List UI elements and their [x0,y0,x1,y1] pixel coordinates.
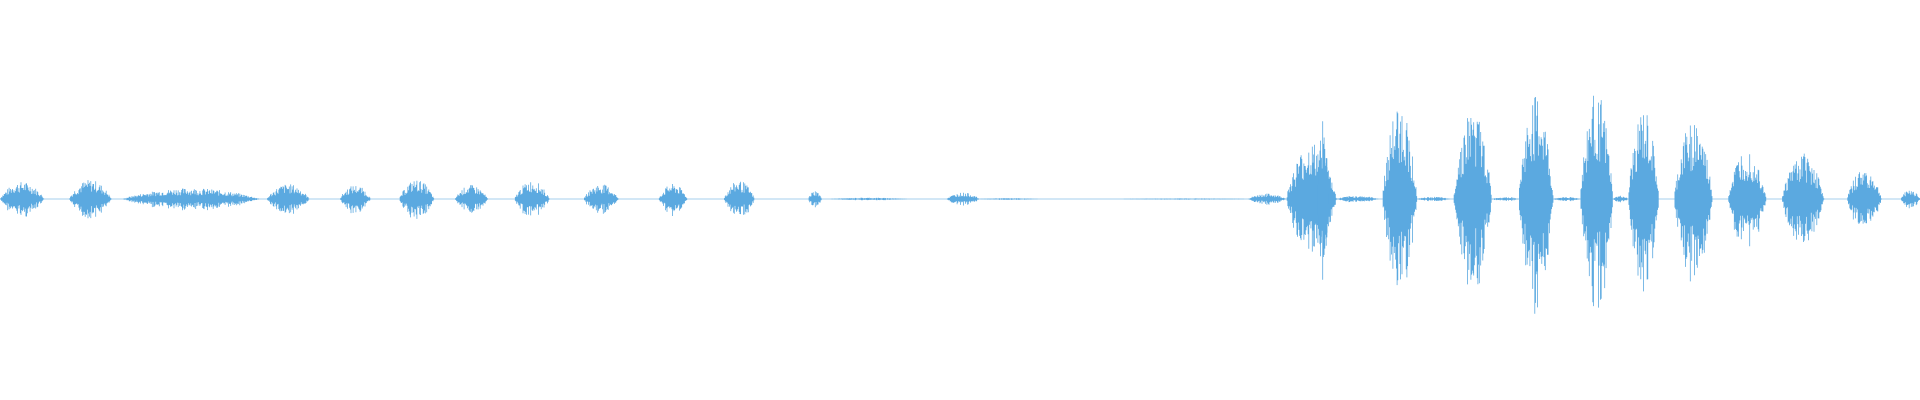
waveform-burst-4 [267,184,310,214]
waveform-burst-14 [1382,111,1418,286]
waveform-burst-18 [1628,115,1659,292]
waveform-burst-23 [1901,190,1920,209]
waveform-burst-15 [1453,118,1492,285]
waveform-tail-1 [831,197,907,201]
waveform-burst-6 [399,180,435,219]
waveform-burst-16 [1519,97,1554,314]
waveform-burst-9 [584,184,619,214]
waveform-burst-20 [1728,154,1767,247]
waveform-blip-1 [808,191,822,208]
waveform-tail-5 [1417,196,1450,202]
waveform-tail-2 [980,198,1038,200]
waveform-burst-10 [658,184,688,216]
waveform-burst-2 [69,180,112,219]
waveform-tail-3 [1123,198,1245,200]
waveform-burst-7 [455,185,488,213]
waveform-burst-19 [1674,125,1713,282]
waveform-burst-8 [514,182,550,216]
waveform-burst-17 [1580,95,1613,308]
waveform-tail-8 [1613,195,1628,203]
waveform-burst-12 [946,192,980,206]
waveform-tail-4 [1336,196,1379,203]
waveform-blip-2 [1248,193,1287,205]
waveform-burst-1 [0,182,45,217]
waveform-burst-22 [1847,172,1882,224]
waveform-spike-1 [1317,121,1329,280]
waveform-burst-21 [1782,153,1825,242]
waveform-tail-6 [1492,197,1519,201]
waveform-tail-7 [1553,197,1581,202]
waveform-burst-3 [123,188,260,211]
waveform-burst-5 [340,186,371,214]
waveform-segments [0,95,1920,314]
waveform-burst-11 [724,181,755,215]
